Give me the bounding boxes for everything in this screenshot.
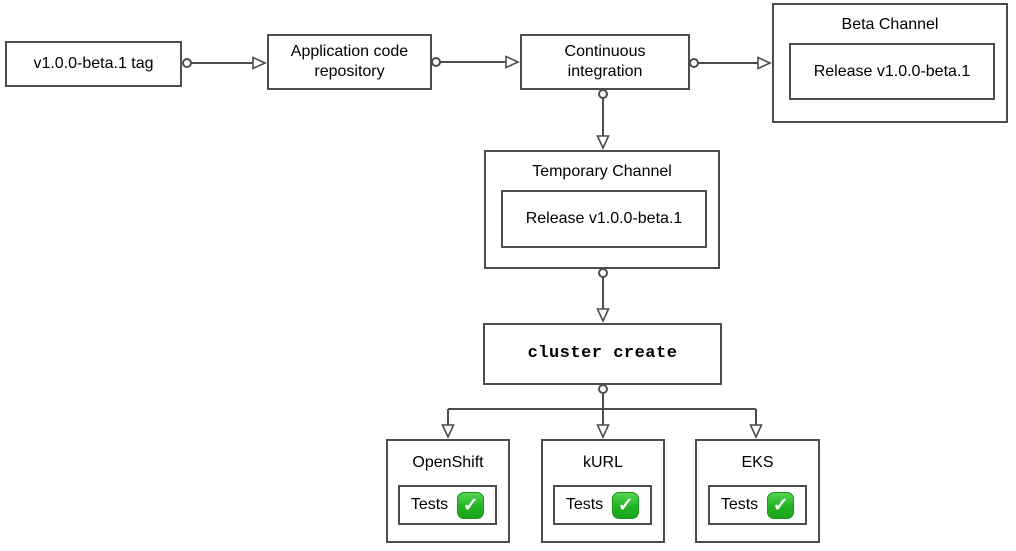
node-application-code-repository: Application code repository	[267, 34, 432, 90]
arrowhead-icon	[505, 55, 520, 69]
container-cluster-eks: EKS Tests ✓	[695, 439, 820, 543]
source-port	[689, 58, 699, 68]
openshift-tests-label: Tests	[410, 496, 449, 513]
arrowhead-icon	[596, 424, 610, 439]
node-continuous-integration-label: Continuous integration	[564, 43, 646, 80]
check-icon: ✓	[767, 491, 795, 519]
arrowhead-icon	[252, 56, 267, 70]
container-temporary-channel: Temporary Channel Release v1.0.0-beta.1	[484, 150, 720, 269]
eks-tests-box: Tests ✓	[708, 485, 807, 525]
node-version-tag: v1.0.0-beta.1 tag	[5, 41, 182, 87]
source-port	[182, 58, 192, 68]
connector-repo-to-ci	[431, 55, 520, 69]
source-port	[431, 57, 441, 67]
kurl-tests-box: Tests ✓	[553, 485, 652, 525]
arrowhead-icon	[596, 308, 610, 323]
eks-tests-label: Tests	[720, 496, 759, 513]
arrowhead-icon	[749, 424, 763, 439]
node-application-code-repository-label: Application code repository	[290, 43, 409, 80]
temporary-channel-release-box: Release v1.0.0-beta.1	[501, 190, 707, 248]
connector-temp-channel-to-cluster-create	[596, 268, 610, 323]
connector-cluster-create-to-test-clusters	[441, 384, 763, 439]
arrowhead-icon	[441, 424, 455, 439]
source-port	[598, 89, 608, 99]
openshift-title: OpenShift	[412, 454, 484, 471]
openshift-tests-box: Tests ✓	[398, 485, 497, 525]
kurl-tests-label: Tests	[565, 496, 604, 513]
check-icon: ✓	[457, 491, 485, 519]
connector-tag-to-repo	[182, 56, 267, 70]
arrowhead-icon	[596, 135, 610, 150]
container-cluster-kurl: kURL Tests ✓	[541, 439, 665, 543]
connector-ci-to-beta-channel	[689, 56, 772, 70]
node-version-tag-label: v1.0.0-beta.1 tag	[33, 55, 154, 72]
node-continuous-integration: Continuous integration	[520, 34, 690, 90]
source-port	[598, 268, 608, 278]
arrowhead-icon	[757, 56, 772, 70]
temporary-channel-title: Temporary Channel	[532, 163, 672, 180]
node-cluster-create-label: cluster create	[527, 344, 678, 364]
kurl-title: kURL	[582, 454, 623, 471]
container-beta-channel: Beta Channel Release v1.0.0-beta.1	[772, 3, 1008, 123]
beta-channel-release-box: Release v1.0.0-beta.1	[789, 43, 995, 100]
eks-title: EKS	[741, 454, 774, 471]
check-icon: ✓	[612, 491, 640, 519]
container-cluster-openshift: OpenShift Tests ✓	[386, 439, 510, 543]
beta-channel-title: Beta Channel	[841, 16, 939, 33]
beta-channel-release-label: Release v1.0.0-beta.1	[813, 62, 971, 80]
source-port	[598, 384, 608, 394]
temporary-channel-release-label: Release v1.0.0-beta.1	[525, 210, 683, 227]
node-cluster-create: cluster create	[483, 323, 722, 385]
connector-ci-to-temp-channel	[596, 89, 610, 150]
